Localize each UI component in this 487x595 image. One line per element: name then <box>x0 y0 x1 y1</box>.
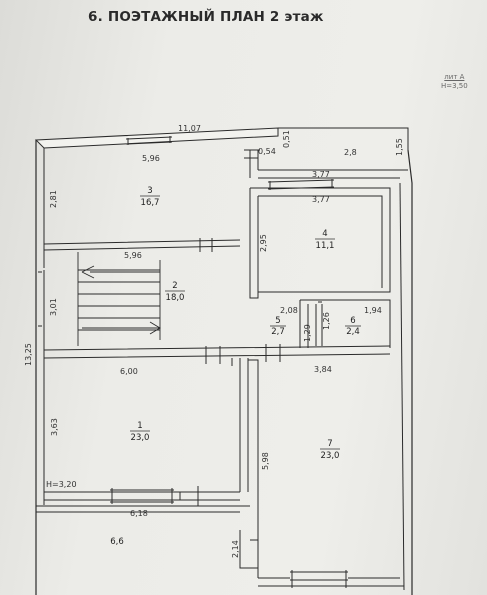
room7-area: 23,0 <box>321 451 340 461</box>
room2-number: 2 <box>172 281 177 291</box>
room1-number: 1 <box>137 421 142 431</box>
room4-walls <box>249 179 391 299</box>
dim-room5-width: 2,08 <box>280 306 298 315</box>
bottom-window <box>258 570 404 588</box>
wall-room1-bottom <box>44 486 240 506</box>
dim-corridor-gap: 0,54 <box>258 147 276 156</box>
outer-walls <box>34 127 413 595</box>
dim-right-upper: 2,8 <box>344 148 357 157</box>
balcony <box>36 505 250 513</box>
room5-number: 5 <box>275 316 280 326</box>
balcony-area: 6,6 <box>110 537 124 547</box>
stairs <box>77 252 161 346</box>
dim-room1-width: 6,00 <box>120 367 138 376</box>
room5-area: 2,7 <box>271 327 285 337</box>
dim-room6-width: 1,94 <box>364 306 382 315</box>
room6-area: 2,4 <box>346 327 360 337</box>
dim-stair-height: 3,01 <box>49 298 58 316</box>
dim-stair-width: 5,96 <box>124 251 142 260</box>
dim-room4-inner: 3,77 <box>312 195 330 204</box>
top-window <box>125 136 173 145</box>
room4-area: 11,1 <box>316 241 335 251</box>
liter-stamp: лит А Н=3,50 <box>441 73 468 91</box>
liter-label: лит А <box>444 73 465 81</box>
dim-room4-height: 2,95 <box>259 234 268 252</box>
room7-number: 7 <box>327 439 332 449</box>
dim-room1-height: 3,63 <box>50 418 59 436</box>
dimension-labels: 11,07 5,96 0,54 0,51 2,8 1,55 3,77 3,77 … <box>24 124 404 558</box>
room-labels: 3 16,7 2 18,0 4 11,1 5 2,7 6 2,4 1 23,0 … <box>110 186 361 547</box>
room3-area: 16,7 <box>141 198 160 208</box>
wall-middle <box>43 344 391 366</box>
dim-room3-width: 5,96 <box>142 154 160 163</box>
rooms-5-6-walls <box>299 299 391 348</box>
dim-room5-height: 1,29 <box>303 324 312 342</box>
dim-top-total: 11,07 <box>178 124 201 133</box>
liter-height: Н=3,50 <box>441 82 468 90</box>
plan-title: 6. ПОЭТАЖНЫЙ ПЛАН 2 этаж <box>88 9 324 25</box>
dim-room6-height: 1,26 <box>322 312 331 330</box>
dim-notch-height: 0,51 <box>282 130 291 148</box>
dim-right-height: 1,55 <box>395 138 404 156</box>
room3-number: 3 <box>147 186 152 196</box>
stair-window <box>35 270 45 328</box>
dim-room3-height: 2,81 <box>49 190 58 208</box>
room4-number: 4 <box>322 229 327 239</box>
dim-balcony-depth: 2,14 <box>231 540 240 558</box>
room2-area: 18,0 <box>166 293 185 303</box>
wall-room1-room7 <box>239 358 259 578</box>
room1-area: 23,0 <box>131 433 150 443</box>
dim-room4-top: 3,77 <box>312 170 330 179</box>
dim-balcony-width: 6,18 <box>130 509 148 518</box>
dim-room7-height: 5,98 <box>261 452 270 470</box>
room6-number: 6 <box>350 316 355 326</box>
dim-room7-width: 3,84 <box>314 365 332 374</box>
wall-room3-bottom <box>43 238 241 252</box>
dim-left-total: 13,25 <box>24 343 33 366</box>
dim-ceiling-mark: Н=3,20 <box>46 480 77 489</box>
